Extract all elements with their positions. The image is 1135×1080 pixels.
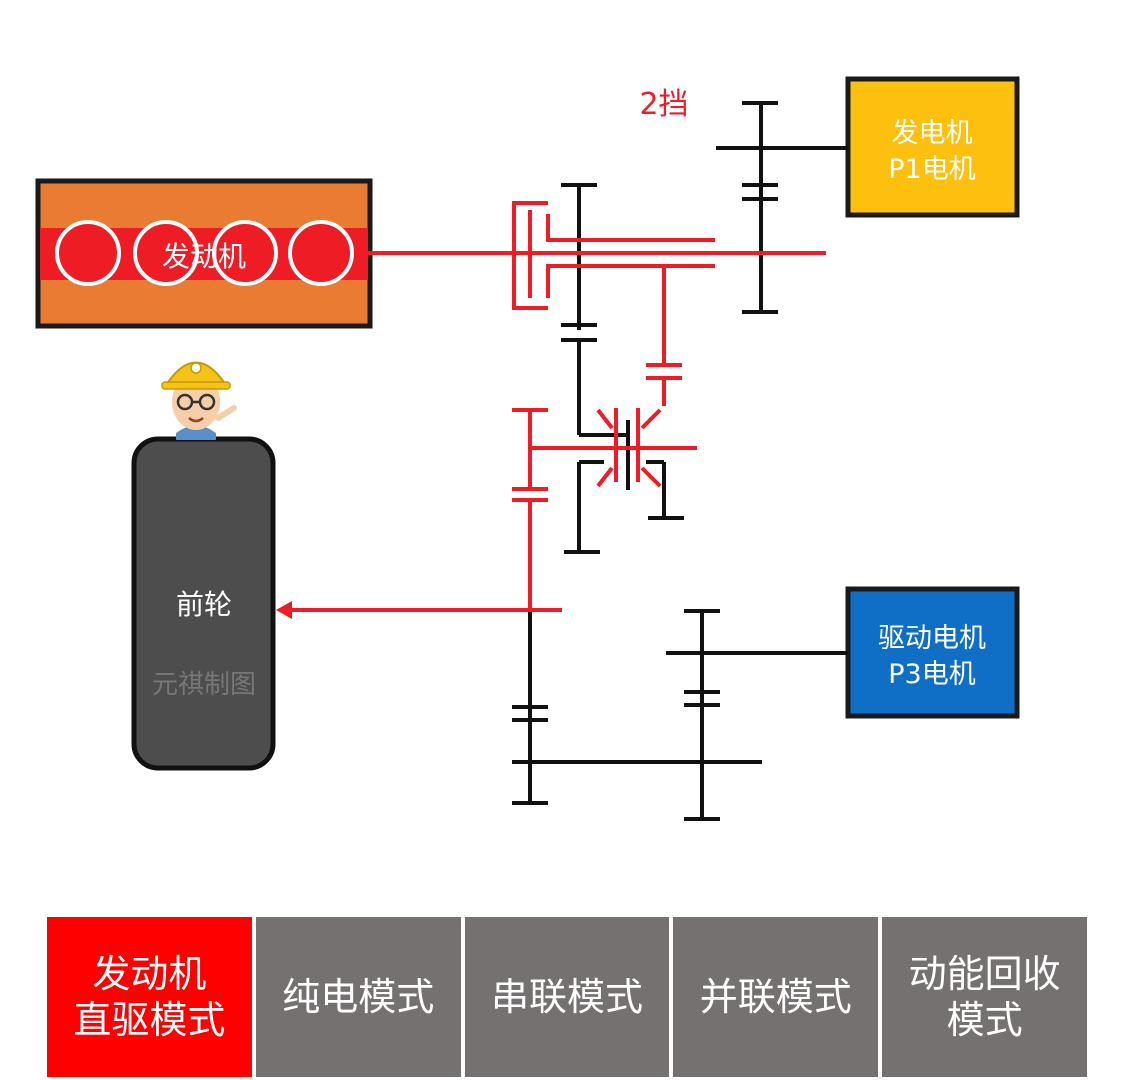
drive-motor-label-line2: P3电机 [888, 659, 975, 690]
mode-regenerative-braking[interactable]: 动能回收 模式 [882, 917, 1087, 1077]
engine-cylinder [212, 220, 278, 286]
front-wheel: 前轮 元祺制图 [131, 436, 276, 771]
drive-motor-p3: 驱动电机 P3电机 [845, 586, 1020, 719]
mode-engine-direct-drive[interactable]: 发动机 直驱模式 [47, 917, 252, 1077]
engine-cylinder [55, 220, 121, 286]
power-flow-arrow [276, 601, 292, 619]
gear-label: 2挡 [639, 87, 688, 122]
drive-motor-label-line1: 驱动电机 [878, 623, 986, 654]
engineer-avatar [161, 361, 237, 440]
generator-label-line2: P1电机 [888, 154, 975, 185]
watermark: 元祺制图 [152, 670, 256, 700]
generator-label-line1: 发电机 [892, 118, 973, 149]
mode-parallel[interactable]: 并联模式 [673, 917, 879, 1077]
mode-selector-bar: 发动机 直驱模式 纯电模式 串联模式 并联模式 动能回收 模式 [47, 917, 1087, 1077]
engine-block: 发动机 [35, 178, 373, 329]
generator-p1: 发电机 P1电机 [845, 76, 1020, 218]
active-power-path [288, 201, 826, 612]
wheel-label: 前轮 [176, 588, 232, 621]
engine-cylinder [288, 220, 354, 286]
engine-label: 发动机 [162, 240, 246, 273]
inactive-gear-train [512, 101, 848, 821]
mode-pure-electric[interactable]: 纯电模式 [255, 917, 461, 1077]
engine-cylinder [133, 220, 199, 286]
mode-series[interactable]: 串联模式 [464, 917, 670, 1077]
